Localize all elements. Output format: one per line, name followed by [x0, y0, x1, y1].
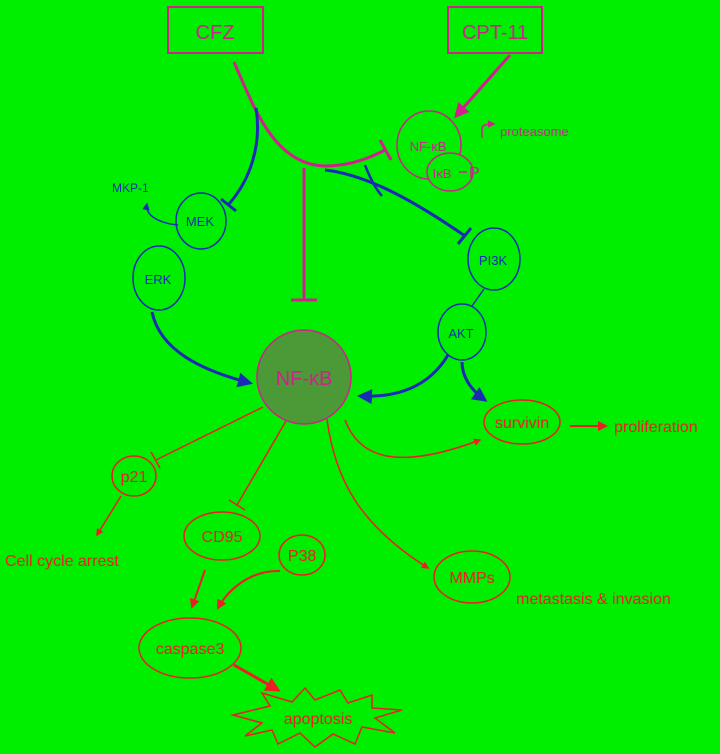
- nfkb-central-node: [256, 329, 352, 425]
- mek-node: [175, 192, 227, 250]
- p38-node: [278, 534, 326, 576]
- nfkb-to-cd95-inhibition: [236, 420, 287, 506]
- p21-to-arrest-arrow: [96, 495, 122, 537]
- mek-to-mkp1-arrow: [142, 202, 179, 226]
- survivin-label: survivin: [495, 415, 549, 432]
- cd95-node: [183, 511, 261, 561]
- cpt11-label: CPT-11: [462, 22, 528, 44]
- nfkb-to-survivin-arrow: [344, 419, 482, 459]
- pi3k-node: [467, 227, 521, 291]
- cfz-to-pi3k-inhibition: [324, 168, 466, 238]
- cfz-branch-hook: [363, 164, 383, 197]
- mek-label: MEK: [186, 214, 215, 229]
- akt-label: AKT: [448, 326, 473, 341]
- proteasome-label: proteasome: [500, 124, 569, 139]
- mkp1-label: MKP-1: [112, 181, 149, 195]
- mmps-node: [433, 550, 511, 604]
- cfz-box: CFZ: [167, 6, 264, 54]
- cell-cycle-arrest-label: Cell cycle arrest: [5, 553, 119, 570]
- p21-node: [111, 455, 157, 497]
- apoptosis-label: apoptosis: [284, 711, 353, 728]
- survivin-node: [483, 399, 561, 445]
- cd95-label: CD95: [202, 529, 243, 546]
- cfz-inhibition-bar: [378, 139, 393, 161]
- nfkb-central-label: NF-κB: [276, 368, 333, 390]
- akt-to-survivin-arrow: [460, 361, 488, 402]
- caspase3-node: [138, 617, 242, 679]
- p21-label: p21: [121, 469, 148, 486]
- ikb-label: IκB: [433, 166, 452, 181]
- mmps-label: MMPs: [449, 570, 494, 587]
- cfz-to-mek-inhibition: [227, 107, 260, 205]
- caspase3-to-apoptosis-arrow: [233, 663, 281, 692]
- complex-nfkb-label: NF-κB: [410, 139, 447, 154]
- erk-node: [132, 245, 186, 311]
- erk-label: ERK: [145, 272, 172, 287]
- nfkb-ikb-complex: NF-κB IκB P proteasome: [396, 110, 569, 192]
- nfkb-to-p21-inhibition: [155, 406, 264, 461]
- erk-to-nfkb-arrow: [150, 311, 253, 388]
- pi3k-label: PI3K: [479, 253, 508, 268]
- cpt11-box: CPT-11: [447, 6, 543, 54]
- p38-label: P38: [288, 548, 317, 565]
- cfz-label: CFZ: [196, 22, 235, 44]
- cpt11-arrow: [454, 54, 512, 119]
- metastasis-label: metastasis & invasion: [516, 591, 671, 608]
- akt-node: [437, 303, 487, 361]
- cfz-inhibition-curve: [232, 61, 386, 168]
- cd95-to-caspase3-arrow: [189, 569, 206, 609]
- proliferation-label: proliferation: [614, 419, 698, 436]
- akt-to-nfkb-arrow: [357, 354, 450, 405]
- phospho-label: P: [469, 165, 480, 182]
- p38-to-caspase3-arrow: [217, 569, 281, 610]
- caspase3-label: caspase3: [156, 641, 225, 658]
- apoptosis-starburst: [230, 686, 403, 748]
- nfkb-to-mmps-arrow: [326, 418, 430, 569]
